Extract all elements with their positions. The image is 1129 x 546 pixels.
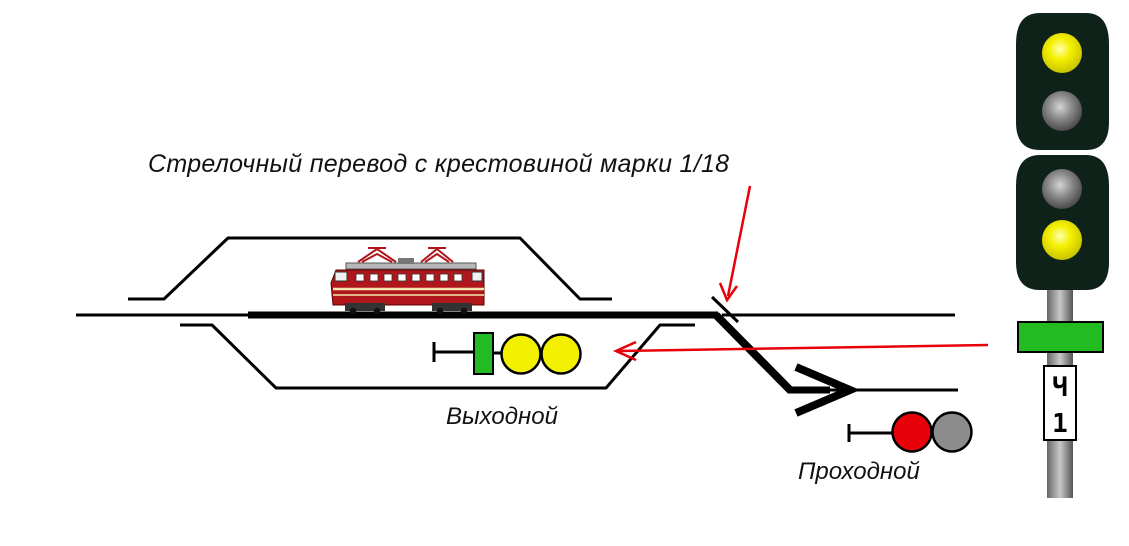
exit-signal-green-marker (473, 332, 494, 375)
switch-pointer-arrow-head (718, 282, 739, 303)
plate-line-1: Ч (1052, 373, 1068, 403)
signal-pointer-arrow-head (612, 340, 637, 362)
exit-signal-lamp-2 (540, 333, 582, 375)
route-marker-green (1017, 321, 1104, 353)
lower-siding-track (180, 323, 695, 390)
exit-signal-symbol (432, 332, 582, 375)
locomotive (330, 247, 485, 315)
main-signal: Ч 1 (1016, 13, 1109, 498)
lower-head-lamp-off (1042, 169, 1082, 209)
signal-head-upper (1016, 13, 1109, 150)
pointer-arrows (612, 185, 989, 362)
route-direction-arrow (794, 363, 861, 417)
block-signal-symbol (847, 411, 973, 453)
block-signal-lamp-red (891, 411, 933, 453)
switch-point-mark (710, 295, 740, 324)
plate-line-2: 1 (1052, 409, 1068, 439)
switch-pointer-arrow-shaft (726, 185, 752, 297)
track-layout (76, 236, 958, 417)
block-signal-lamp-off (931, 411, 973, 453)
signal-name-plate (1043, 365, 1077, 441)
signal-pointer-arrow-shaft (617, 343, 989, 353)
pantograph-right (420, 247, 454, 263)
exit-signal-caption: Выходной (446, 403, 558, 430)
bogie-right (432, 303, 472, 311)
lower-head-lamp-yellow (1042, 220, 1082, 260)
upper-head-lamp-yellow (1042, 33, 1082, 73)
block-signal-caption: Проходной (798, 458, 920, 485)
bogie-left (345, 303, 385, 311)
pantograph-left (357, 247, 397, 263)
upper-siding-track (128, 236, 612, 301)
exit-signal-lamp-1 (500, 333, 542, 375)
switch-caption: Стрелочный перевод с крестовиной марки 1… (148, 150, 730, 178)
upper-head-lamp-off (1042, 91, 1082, 131)
switch-diverging-route (713, 312, 794, 394)
